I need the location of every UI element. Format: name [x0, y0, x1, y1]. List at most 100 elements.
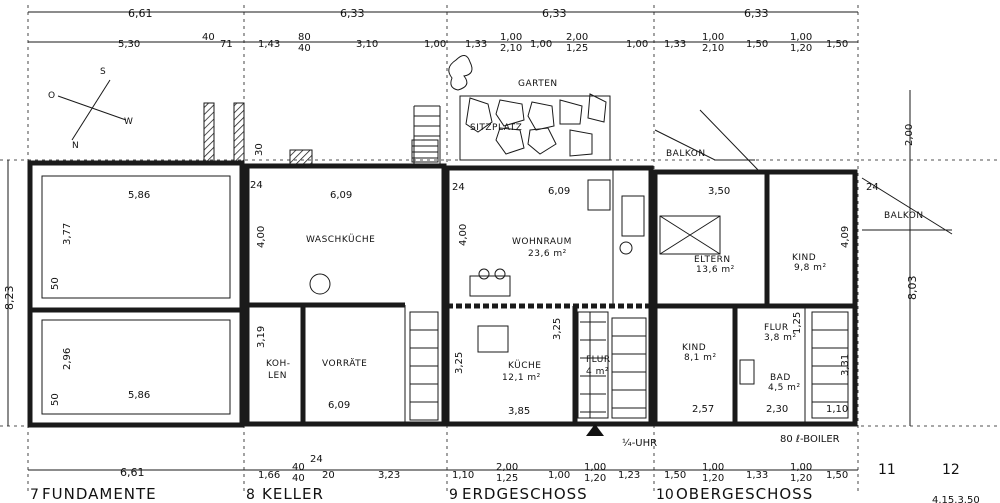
- top-dim: 1,50: [826, 39, 848, 50]
- sitzplatz-label: SITZPLATZ: [470, 123, 522, 133]
- bad-dim: 2,30: [766, 404, 788, 415]
- floor-num: 8: [246, 487, 255, 503]
- top-dim: 40: [298, 43, 311, 54]
- section-erdgeschoss: WOHNRAUM 23,6 m² 6,09 4,00 KÜCHE 12,1 m²…: [444, 165, 657, 449]
- keller-wall-24: 24: [250, 180, 263, 191]
- fund-dim: 5,86: [128, 190, 150, 201]
- top-dim: 1,00: [626, 39, 648, 50]
- left-dim-total: 8,23: [3, 286, 16, 311]
- right-dim: 2,00: [904, 124, 915, 146]
- bottom-dim: 1,33: [746, 470, 768, 481]
- kind-1-label: KIND: [792, 253, 816, 263]
- waschkueche-h: 4,00: [256, 226, 267, 248]
- top-dim: 1,00: [702, 32, 724, 43]
- bottom-dim: 1,20: [584, 473, 606, 484]
- sheet-number: 11: [878, 462, 896, 478]
- top-dim: 6,33: [744, 7, 769, 20]
- floor-name: KELLER: [262, 485, 324, 503]
- fund-dim: 5,86: [128, 390, 150, 401]
- vorraete-dim: 6,09: [328, 400, 350, 411]
- garten-label: GARTEN: [518, 79, 558, 89]
- top-dim: 1,00: [424, 39, 446, 50]
- wohnraum-h: 4,00: [458, 224, 469, 246]
- top-dim: 40: [202, 32, 215, 43]
- floor-name: OBERGESCHOSS: [676, 485, 813, 503]
- waschkueche-label: WASCHKÜCHE: [306, 234, 375, 245]
- bottom-dim: 3,23: [378, 470, 400, 481]
- floor-num: 7: [30, 487, 39, 503]
- section-fundamente: 5,86 5,86 3,77 2,96 50 50: [27, 102, 245, 428]
- kueche-h: 3,25: [454, 352, 465, 374]
- bottom-dim: 1,20: [702, 473, 724, 484]
- keller-wall-30: 30: [254, 143, 265, 156]
- top-dim: 6,61: [128, 7, 153, 20]
- dimension-lines: [7, 11, 911, 471]
- section-keller: WASCHKÜCHE 6,09 4,00 KOH- LEN 3,19 VORRÄ…: [244, 105, 447, 427]
- balkon-1-label: BALKON: [666, 149, 706, 159]
- compass-n: N: [72, 141, 79, 151]
- floor-num: 9: [449, 487, 458, 503]
- top-dim: 1,50: [746, 39, 768, 50]
- bottom-dim: 1,66: [258, 470, 280, 481]
- bottom-dim: 1,00: [584, 462, 606, 473]
- left-dim: 50: [50, 277, 61, 290]
- bottom-dimensions: 6,61 1,66 40 40 24 20 3,23 1,10 2,00 1,2…: [120, 454, 848, 484]
- balkon-2-label: BALKON: [884, 211, 924, 221]
- top-dim: 3,10: [356, 39, 378, 50]
- kind-2-label: KIND: [682, 343, 706, 353]
- flur-og-area: 3,8 m²: [764, 333, 797, 343]
- top-dim: 1,20: [790, 43, 812, 54]
- top-dimensions: 6,61 6,33 6,33 6,33 5,30 40 71 1,43 80 4…: [118, 7, 848, 54]
- garden-patio: GARTEN SITZPLATZ: [448, 55, 611, 161]
- top-dim: 2,00: [566, 32, 588, 43]
- boiler-label: 80 ℓ-BOILER: [780, 434, 840, 445]
- flur-eg-h: 3,25: [552, 318, 563, 340]
- bottom-dim: 1,50: [664, 470, 686, 481]
- bottom-dim: 1,50: [826, 470, 848, 481]
- top-dim: 1,43: [258, 39, 280, 50]
- kind-2-area: 8,1 m²: [684, 353, 717, 363]
- kohlen-label-2: LEN: [268, 371, 287, 381]
- kind-1-area: 9,8 m²: [794, 263, 827, 273]
- top-dim: 80: [298, 32, 311, 43]
- top-dim: 1,00: [500, 32, 522, 43]
- bottom-dim: 20: [322, 470, 335, 481]
- eg-wall-24: 24: [452, 182, 465, 193]
- compass-s: S: [100, 67, 106, 77]
- kohlen-label-1: KOH-: [266, 359, 291, 369]
- top-dim: 2,10: [500, 43, 522, 54]
- flur-og-label: FLUR: [764, 323, 789, 333]
- compass-o: O: [48, 91, 56, 101]
- compass: S N O W: [48, 67, 133, 151]
- top-dim: 5,30: [118, 39, 140, 50]
- bottom-dim: 40: [292, 462, 305, 473]
- right-dim: 8,03: [906, 276, 919, 301]
- top-dim: 1,33: [664, 39, 686, 50]
- kind-2-dim: 2,57: [692, 404, 714, 415]
- bottom-dim: 2,00: [496, 462, 518, 473]
- right-dim: 1,10: [826, 404, 848, 415]
- bottom-dim: 6,61: [120, 466, 145, 479]
- top-dim: 1,00: [790, 32, 812, 43]
- og-wall-24: 24: [866, 182, 879, 193]
- bottom-dim: 40: [292, 473, 305, 484]
- bottom-dim: 1,00: [548, 470, 570, 481]
- top-dim: 1,25: [566, 43, 588, 54]
- bottom-dim: 1,20: [790, 473, 812, 484]
- sheet-date: 4.15.3.50: [932, 495, 980, 503]
- floor-name: FUNDAMENTE: [42, 485, 157, 503]
- wohnraum-dim: 6,09: [548, 186, 570, 197]
- eltern-label: ELTERN: [694, 255, 731, 265]
- right-dim: 4,09: [840, 226, 851, 248]
- flur-eg-label: FLUR: [586, 355, 611, 365]
- right-dim: 3,31: [840, 354, 851, 376]
- top-dim: 2,10: [702, 43, 724, 54]
- kueche-label: KÜCHE: [508, 360, 542, 371]
- vorraete-label: VORRÄTE: [322, 358, 367, 369]
- flur-eg-area: 4 m²: [586, 367, 609, 377]
- top-dim: 1,33: [465, 39, 487, 50]
- bottom-dim: 1,23: [618, 470, 640, 481]
- left-dim: 50: [50, 393, 61, 406]
- kohlen-h: 3,19: [256, 326, 267, 348]
